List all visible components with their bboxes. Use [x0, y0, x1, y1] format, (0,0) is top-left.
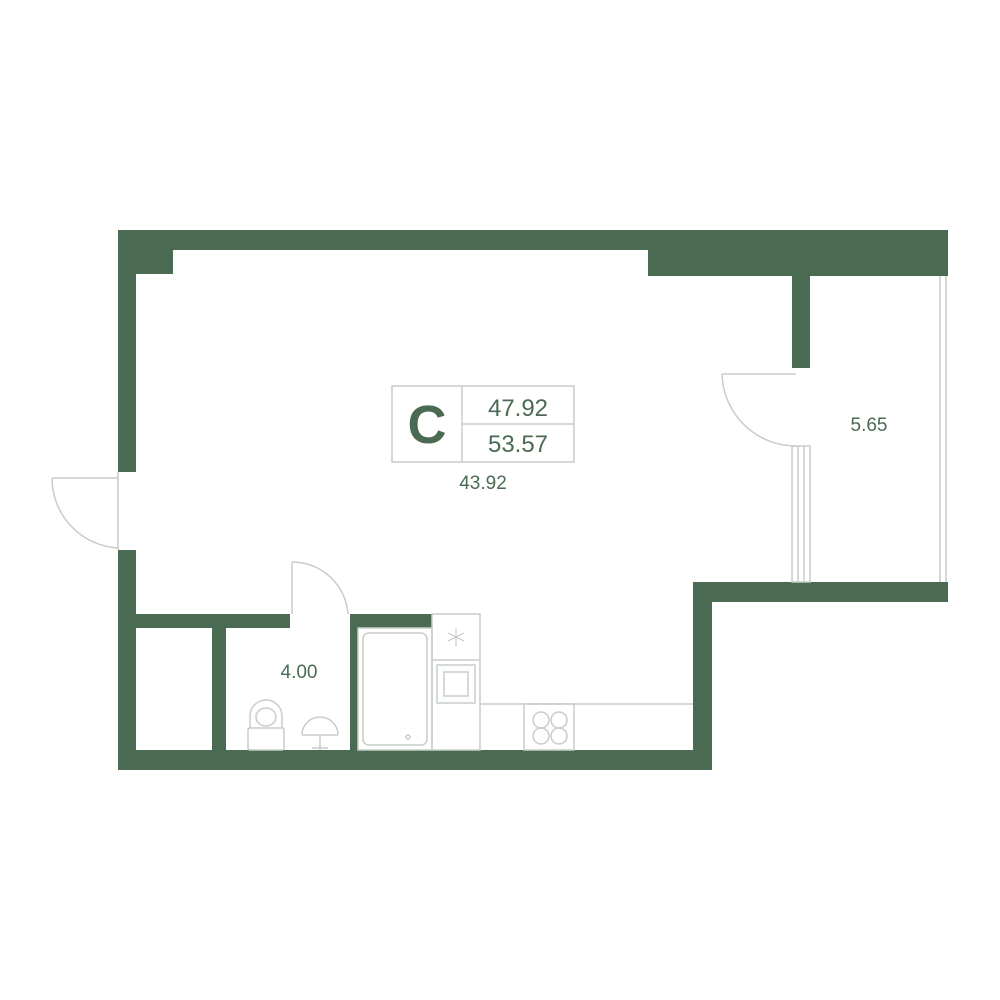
studio-area-label: 43.92: [459, 473, 507, 494]
bathtub: [357, 627, 433, 751]
bathroom-area-label: 4.00: [281, 662, 318, 683]
wall-bath-top-right: [350, 614, 432, 628]
wall-left-lower: [118, 550, 136, 770]
wall-balcony-partition: [792, 276, 810, 368]
kitchen-counter: [431, 613, 693, 751]
vent-asterisk-icon: [447, 628, 465, 646]
stove-icon: [523, 703, 575, 751]
balcony-door-frame: [791, 445, 811, 583]
wall-bottom: [118, 750, 712, 770]
wall-closet-divider: [212, 628, 226, 750]
wall-top: [118, 230, 948, 250]
wall-bath-top-left: [118, 614, 290, 628]
total-area-value: 53.57: [488, 431, 548, 458]
balcony-window: [939, 276, 947, 582]
toilet-icon: [247, 699, 285, 751]
walls: [118, 230, 948, 770]
wall-balcony-bottom: [693, 582, 948, 602]
fridge-icon: [436, 664, 476, 704]
entrance-door: [51, 472, 119, 550]
balcony-door: [721, 373, 797, 447]
balcony-area-label: 5.65: [851, 415, 888, 436]
apartment-label: C 47.92 53.57: [391, 385, 575, 463]
wall-bath-kitchen-divider: [350, 628, 358, 750]
living-area-value: 47.92: [488, 395, 548, 422]
sink-icon: [301, 716, 339, 750]
wall-top-right-block: [648, 250, 948, 276]
wall-left-upper: [118, 250, 136, 472]
apartment-type-letter: C: [408, 395, 447, 455]
bathroom-door: [291, 561, 349, 615]
wall-right-step: [693, 582, 712, 770]
